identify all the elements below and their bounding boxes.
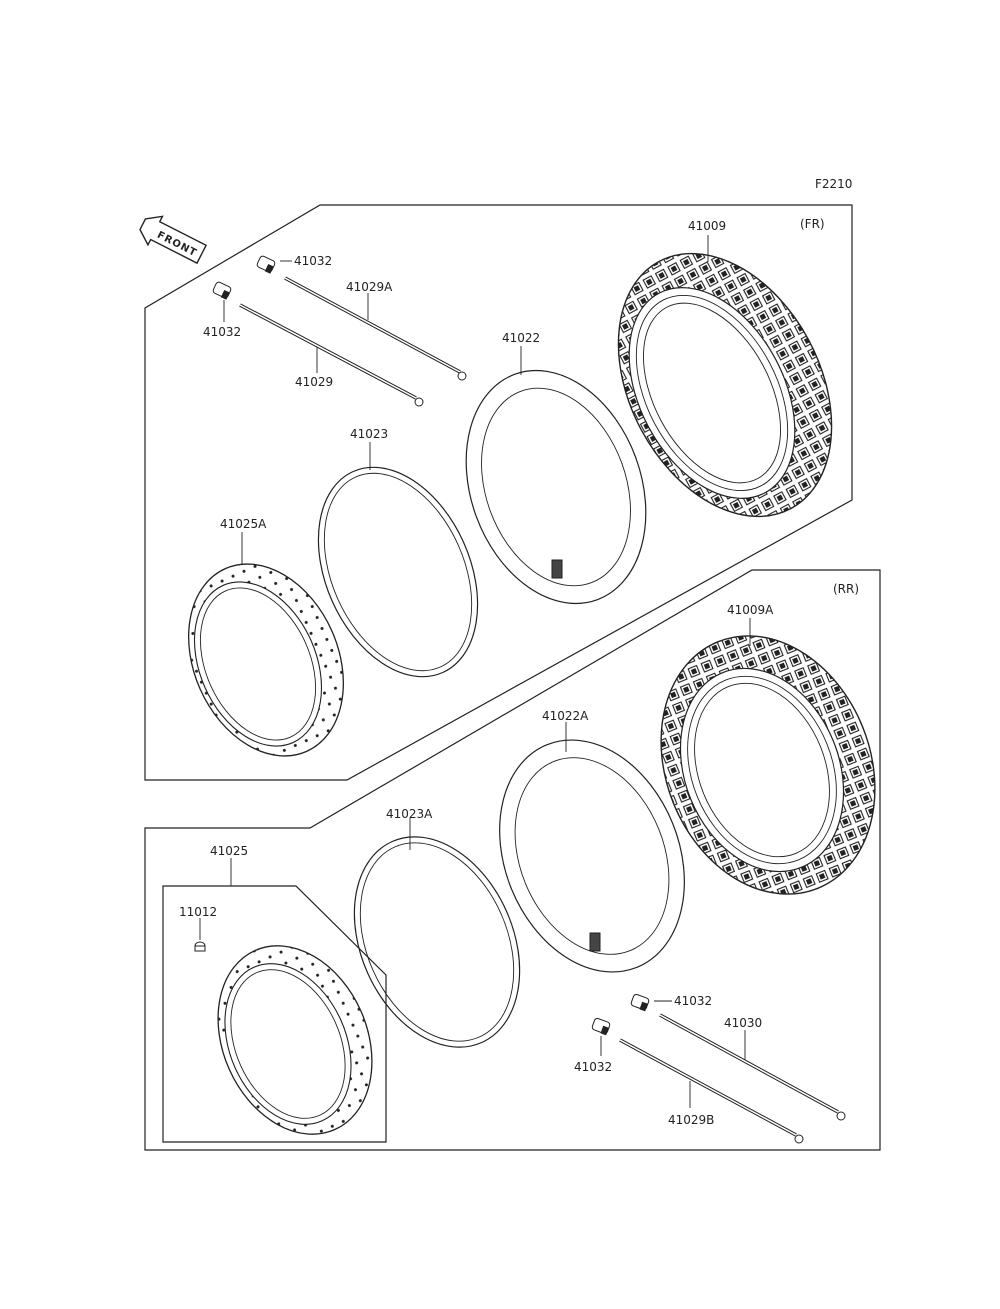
front-rim	[188, 563, 344, 757]
front-spoke-2	[239, 303, 424, 407]
front-section-border	[144, 204, 853, 781]
rear-nipple-1	[630, 993, 650, 1012]
rear-tire	[660, 635, 876, 895]
rim-inset-border	[162, 885, 387, 1143]
tire-rear-label: 41009A	[727, 603, 774, 617]
rear-section-border	[144, 569, 881, 1151]
rear-rim-band	[353, 836, 521, 1048]
tube-front-label: 41022	[502, 331, 540, 345]
nipple-rear-1-label: 41032	[674, 994, 712, 1008]
front-tube	[465, 369, 647, 605]
front-arrow-icon: FRONT	[139, 215, 208, 265]
section-rear-label: (RR)	[833, 582, 859, 596]
rear-spoke-1	[659, 1013, 846, 1121]
rim-rear-label: 41025	[210, 844, 248, 858]
rear-spoke-2	[619, 1038, 804, 1144]
front-tire	[617, 252, 833, 518]
rim-lock	[194, 941, 206, 952]
front-nipple-2	[212, 281, 232, 300]
spoke-rear-1-label: 41030	[724, 1016, 762, 1030]
spoke-rear-2-label: 41029B	[668, 1113, 714, 1127]
nipple-rear-2-label: 41032	[574, 1060, 612, 1074]
tire-front-label: 41009	[688, 219, 726, 233]
rim-front-label: 41025A	[220, 517, 267, 531]
rear-tube	[499, 739, 685, 973]
tube-rear-label: 41022A	[542, 709, 589, 723]
rear-nipple-2	[591, 1017, 611, 1036]
front-nipple-1	[256, 255, 276, 274]
nipple-front-2-label: 41032	[203, 325, 241, 339]
section-front-label: (FR)	[800, 217, 825, 231]
figure-code: F2210	[815, 177, 852, 191]
nipple-front-1-label: 41032	[294, 254, 332, 268]
spoke-front-2-label: 41029	[295, 375, 333, 389]
rim-lock-label: 11012	[179, 905, 217, 919]
front-rim-band	[317, 466, 479, 678]
spoke-front-1-label: 41029A	[346, 280, 393, 294]
rim-band-front-label: 41023	[350, 427, 388, 441]
rear-rim	[217, 945, 373, 1135]
rim-band-rear-label: 41023A	[386, 807, 433, 821]
front-spoke-1	[284, 276, 467, 381]
